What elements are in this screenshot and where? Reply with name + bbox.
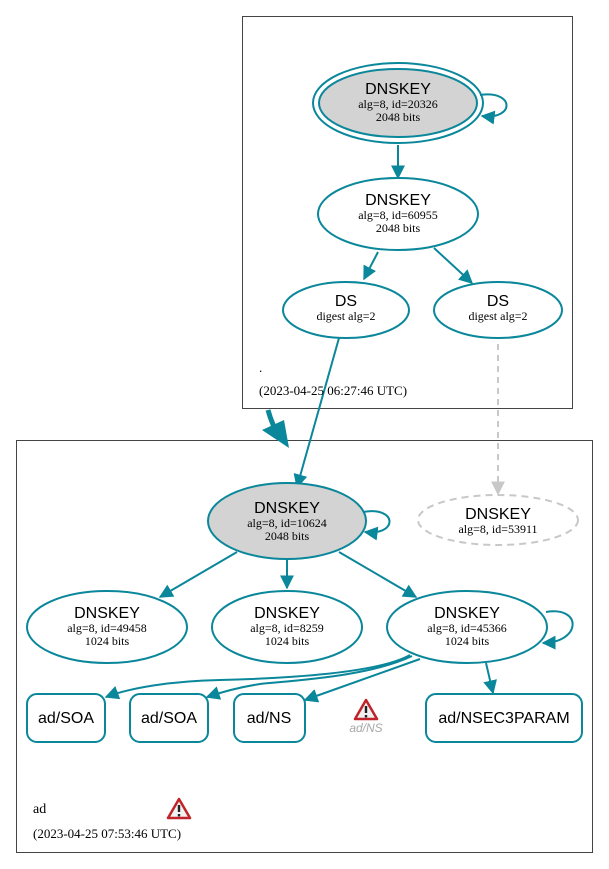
root-zsk-node[interactable]: DNSKEY alg=8, id=60955 2048 bits [317,177,479,251]
root-zsk-alg-id: alg=8, id=60955 [358,208,438,222]
root-ds-left-node[interactable]: DS digest alg=2 [282,281,410,339]
root-ds-right-digest: digest alg=2 [468,309,527,323]
root-ds-right-title: DS [487,293,509,310]
rr-soa-2-node[interactable]: ad/SOA [129,693,209,743]
rr-ns-label: ad/NS [247,710,291,727]
ad-ksk-alg-id: alg=8, id=10624 [247,516,327,530]
root-zone-timestamp: (2023-04-25 06:27:46 UTC) [259,383,407,398]
ad-missing-key-node[interactable]: DNSKEY alg=8, id=53911 [417,494,579,546]
edge-ksk-self [479,93,508,125]
root-ds-left-digest: digest alg=2 [316,309,375,323]
ad-ksk-title: DNSKEY [254,500,320,517]
ad-zone-name: ad [33,802,46,817]
zone-warning-icon[interactable] [166,797,192,820]
ad-ksk-node[interactable]: DNSKEY alg=8, id=10624 2048 bits [207,482,367,560]
ad-zone-timestamp: (2023-04-25 07:53:46 UTC) [33,826,181,841]
rr-soa-1-node[interactable]: ad/SOA [26,693,106,743]
rr-soa-1-label: ad/SOA [38,710,94,727]
ad-key-8259-title: DNSKEY [254,605,320,622]
edge-45366-to-ns [303,658,421,703]
edge-45366-to-soa-1 [104,654,411,700]
ad-zone-box [16,440,593,853]
ns-warning-label: ad/NS [349,721,382,735]
edge-45366-to-nsec3param [483,662,497,695]
root-ds-left-title: DS [335,293,357,310]
ad-key-49458-alg-id: alg=8, id=49458 [67,621,147,635]
root-ds-right-node[interactable]: DS digest alg=2 [433,281,563,339]
ad-key-45366-alg-id: alg=8, id=45366 [427,621,507,635]
ad-key-45366-node[interactable]: DNSKEY alg=8, id=45366 1024 bits [386,590,548,664]
ad-missing-key-alg-id: alg=8, id=53911 [458,522,537,536]
root-zsk-bits: 2048 bits [376,221,421,235]
edge-ad-ksk-to-49458 [158,551,238,598]
ad-key-8259-bits: 1024 bits [265,634,310,648]
root-zsk-title: DNSKEY [365,192,431,209]
root-ksk-title: DNSKEY [365,81,431,98]
ad-key-45366-title: DNSKEY [434,605,500,622]
rr-nsec3param-label: ad/NSEC3PARAM [438,710,569,727]
rr-ns-node[interactable]: ad/NS [233,693,306,743]
edge-ad-ksk-to-45366 [338,551,418,598]
ns-warning-icon[interactable] [353,698,379,721]
rr-soa-2-label: ad/SOA [141,710,197,727]
edge-ds-left-to-ad-ksk [293,337,340,489]
edge-zsk-to-ds-right [433,247,474,284]
edge-ad-ksk-self [362,510,391,541]
ad-key-49458-node[interactable]: DNSKEY alg=8, id=49458 1024 bits [26,590,188,664]
root-zone-box [242,16,573,409]
ad-key-8259-node[interactable]: DNSKEY alg=8, id=8259 1024 bits [211,590,363,664]
ad-ksk-bits: 2048 bits [265,529,310,543]
ad-key-49458-bits: 1024 bits [85,634,130,648]
delegation-arrowhead [262,420,289,448]
ad-key-45366-bits: 1024 bits [445,634,490,648]
edge-45366-self [541,610,574,650]
root-ksk-node[interactable]: DNSKEY alg=8, id=20326 2048 bits [312,62,484,144]
edge-zsk-to-ds-left [363,251,379,281]
rr-nsec3param-node[interactable]: ad/NSEC3PARAM [425,693,583,743]
ad-key-8259-alg-id: alg=8, id=8259 [250,621,324,635]
ad-key-49458-title: DNSKEY [74,605,140,622]
edge-45366-to-soa-2 [205,655,413,700]
ad-missing-key-title: DNSKEY [465,506,531,523]
root-ksk-bits: 2048 bits [376,110,421,124]
root-ksk-alg-id: alg=8, id=20326 [358,97,438,111]
root-zone-name: . [259,360,262,375]
